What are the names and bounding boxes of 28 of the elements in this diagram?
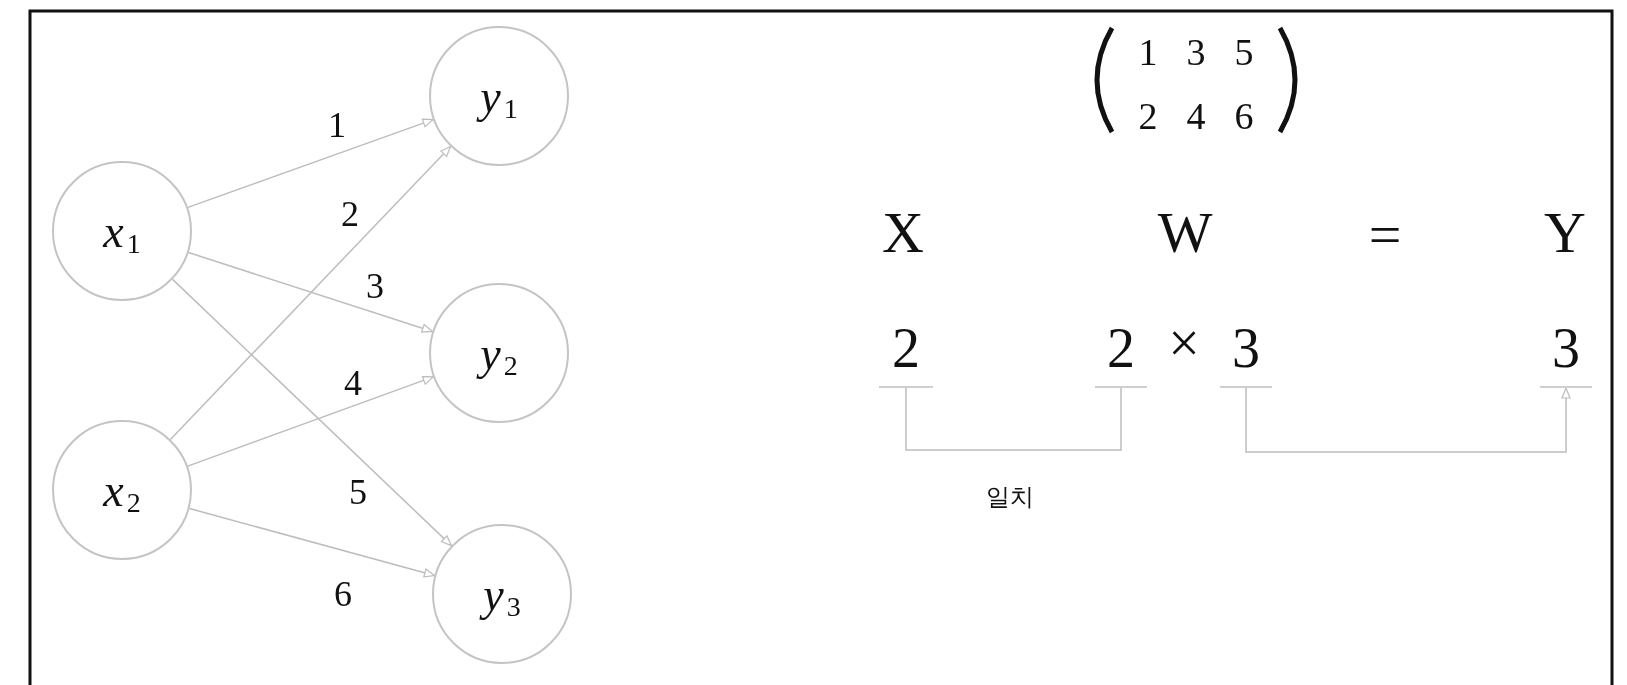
matrix-entry: 1 xyxy=(1138,33,1158,71)
arrow xyxy=(188,507,436,578)
bracket-arrow xyxy=(1245,387,1571,453)
arrow xyxy=(187,251,434,333)
operator-symbol: × xyxy=(1168,315,1200,371)
neuron-circle: x$_{2}$ xyxy=(52,420,192,560)
matrix-symbol: Y xyxy=(1544,204,1586,262)
matrix-entry: 5 xyxy=(1234,33,1254,71)
matrix-symbol: W xyxy=(1157,204,1213,262)
matrix-symbol: X xyxy=(882,204,924,262)
neuron-circle: x$_{1}$ xyxy=(52,161,192,301)
dimension-number: 3 xyxy=(1540,300,1592,388)
neuron-circle: y$_{1}$ xyxy=(429,26,569,166)
matrix-entry: 2 xyxy=(1138,97,1158,135)
arrow xyxy=(171,278,453,547)
matrix-symbol: = xyxy=(1368,206,1402,264)
arrow xyxy=(169,145,452,441)
matrix-entry: 3 xyxy=(1186,33,1206,71)
dimension-number: 3 xyxy=(1220,300,1272,388)
arrow xyxy=(187,375,434,467)
dimension-number: 2 xyxy=(1095,300,1147,388)
neuron-circle: y$_{3}$ xyxy=(432,524,572,664)
neuron-circle: y$_{2}$ xyxy=(429,283,569,423)
arrow xyxy=(187,118,434,209)
bracket-line xyxy=(905,387,1122,451)
matrix-entry: 6 xyxy=(1234,97,1254,135)
matrix-entry: 4 xyxy=(1186,97,1206,135)
dimension-number: 2 xyxy=(879,300,933,388)
